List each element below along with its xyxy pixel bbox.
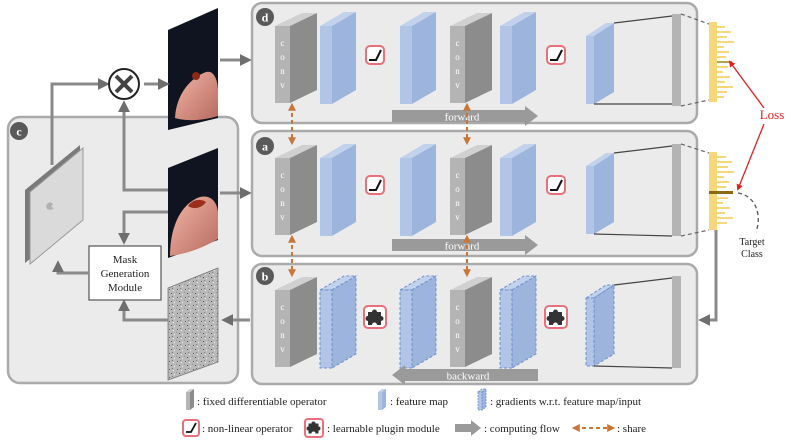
gradient-map xyxy=(498,275,538,369)
nonlinear-operator xyxy=(365,175,385,195)
panel-c-letter: c xyxy=(16,125,22,139)
gradient-map xyxy=(398,275,438,369)
svg-text:n: n xyxy=(280,330,285,340)
nonlinear-operator xyxy=(546,45,566,65)
svg-text:: non-linear operator: : non-linear operator xyxy=(202,423,293,435)
svg-text:: learnable plugin module: : learnable plugin module xyxy=(327,423,440,435)
svg-text:: gradients w.r.t. feature map: : gradients w.r.t. feature map/input xyxy=(490,396,641,408)
panel-a-letter: a xyxy=(262,140,268,154)
legend-fixed-operator: : fixed differentiable operator xyxy=(186,389,327,410)
panel-a-badge xyxy=(256,137,274,155)
target-class-annotation: Target Class xyxy=(737,192,765,260)
svg-text:v: v xyxy=(280,344,285,354)
svg-text:o: o xyxy=(280,52,285,62)
legend-gradients: : gradients w.r.t. feature map/input xyxy=(476,388,641,411)
fc-layer xyxy=(672,276,681,368)
conv-operator: c o n v xyxy=(275,13,317,103)
legend-plugin: : learnable plugin module xyxy=(304,418,440,438)
panel-d-badge xyxy=(256,8,274,26)
legend-feature-map: : feature map xyxy=(378,389,449,410)
conv-operator: c o n v xyxy=(275,145,317,235)
conv-operator: c o n v xyxy=(450,145,492,235)
svg-text:o: o xyxy=(280,184,285,194)
share-arrows xyxy=(288,102,471,278)
legend: : fixed differentiable operator : featur… xyxy=(182,388,646,438)
svg-text:o: o xyxy=(455,52,460,62)
svg-text:n: n xyxy=(280,66,285,76)
plugin-module xyxy=(363,305,387,329)
svg-text:v: v xyxy=(455,80,460,90)
conv-operator: c o n v xyxy=(450,277,492,367)
logits-panel-d xyxy=(709,22,734,102)
svg-text:c: c xyxy=(456,170,460,180)
loss-annotation: Loss xyxy=(728,60,785,191)
svg-text:: fixed differentiable operat: : fixed differentiable operator xyxy=(197,396,327,408)
svg-text:v: v xyxy=(280,80,285,90)
svg-text:n: n xyxy=(280,198,285,208)
legend-share: : share xyxy=(571,423,646,435)
gradient-map xyxy=(584,284,616,367)
svg-text:v: v xyxy=(280,212,285,222)
feature-map xyxy=(586,23,614,104)
feature-map xyxy=(320,144,356,236)
svg-text:: share: : share xyxy=(617,423,646,435)
feature-map xyxy=(500,12,536,104)
gradient-image xyxy=(167,267,219,381)
masked-input-image xyxy=(168,8,218,130)
svg-text:o: o xyxy=(455,184,460,194)
fc-layer xyxy=(672,14,681,106)
panel-d-flow-label: forward xyxy=(445,112,480,124)
panel-b-flow-label: backward xyxy=(447,371,490,383)
feature-map xyxy=(500,144,536,236)
legend-nonlinear: : non-linear operator xyxy=(182,419,293,437)
svg-text:c: c xyxy=(281,302,285,312)
mask-plate xyxy=(25,145,84,266)
svg-text:: computing flow: : computing flow xyxy=(484,423,560,435)
feature-map xyxy=(320,12,356,104)
mask-module-line-3: Module xyxy=(108,282,142,294)
mask-module-line-1: Mask xyxy=(113,254,138,266)
conv-operator: c o n v xyxy=(450,13,492,103)
feature-map xyxy=(400,12,436,104)
logits-panel-a xyxy=(709,152,734,230)
mask-module-line-2: Generation xyxy=(101,268,150,280)
svg-text:c: c xyxy=(281,170,285,180)
panel-b-badge xyxy=(256,267,274,285)
feature-map xyxy=(400,144,436,236)
svg-text:c: c xyxy=(456,302,460,312)
target-class-line-1: Target xyxy=(739,237,764,248)
target-class-logit xyxy=(709,191,733,194)
panel-b-letter: b xyxy=(262,270,269,284)
svg-text:n: n xyxy=(455,330,460,340)
conv-operator: c o n v xyxy=(275,277,317,367)
panel-c-badge xyxy=(10,122,28,140)
svg-text:c: c xyxy=(281,38,285,48)
panel-b-layers: c o n v c o n v xyxy=(275,275,681,385)
multiply-operator xyxy=(108,68,140,100)
svg-text:c: c xyxy=(456,38,460,48)
svg-text:o: o xyxy=(280,316,285,326)
svg-text:o: o xyxy=(455,316,460,326)
svg-text:n: n xyxy=(455,66,460,76)
svg-text:v: v xyxy=(455,212,460,222)
backward-flow-arrow: backward xyxy=(392,365,538,385)
svg-text:n: n xyxy=(455,198,460,208)
svg-text:: feature map: : feature map xyxy=(390,396,449,408)
fc-layer xyxy=(672,144,681,236)
loss-label: Loss xyxy=(760,107,785,122)
svg-text:v: v xyxy=(455,344,460,354)
legend-computing-flow: : computing flow xyxy=(455,420,560,436)
feature-map xyxy=(586,153,614,234)
panel-d-letter: d xyxy=(262,11,269,25)
panel-a-layers: c o n v c o n v xyxy=(275,143,710,255)
nonlinear-operator xyxy=(546,175,566,195)
nonlinear-operator xyxy=(365,45,385,65)
target-class-line-2: Class xyxy=(741,249,763,260)
panel-a-flow-label: forward xyxy=(445,241,480,253)
input-image xyxy=(168,148,218,258)
flow-arrows xyxy=(50,54,718,326)
plugin-module xyxy=(544,305,568,329)
gradient-map xyxy=(318,275,358,369)
